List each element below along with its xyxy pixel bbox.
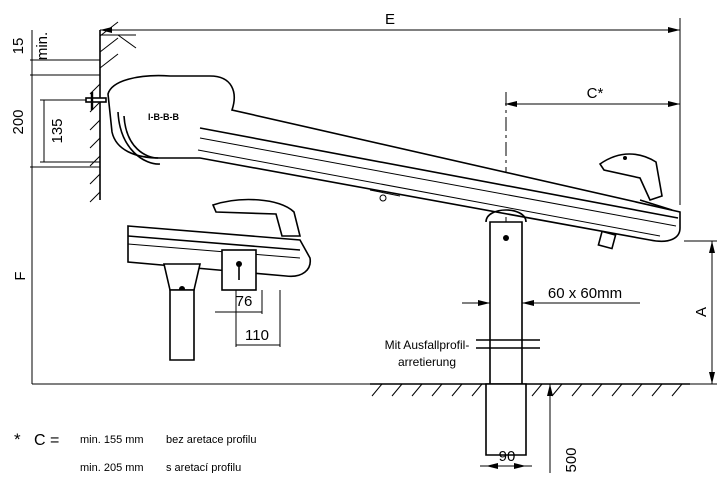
stop-note-line1: Mit Ausfallprofil- (385, 338, 470, 352)
dim-a-label: A (693, 307, 710, 317)
dimension-60x60: 60 x 60mm (462, 285, 640, 306)
detail-inset: 76 110 (127, 198, 311, 361)
dim-c-star-label: C* (587, 85, 604, 102)
footnote-star: * (14, 430, 21, 449)
dim-110-label: 110 (245, 327, 269, 344)
dimension-500: 500 (547, 384, 580, 473)
dim-min-label: min. (34, 32, 51, 60)
dim-500-label: 500 (563, 447, 580, 472)
dim-60x60-label: 60 x 60mm (548, 285, 622, 302)
dimension-a: A (684, 240, 717, 385)
footnote: * C = min. 155 mm bez aretace profilu mi… (14, 430, 257, 474)
dimension-90: 90 (480, 448, 532, 469)
dimension-c-star: C* (505, 85, 680, 107)
dim-15-label: 15 (10, 38, 27, 55)
support-post (476, 209, 540, 456)
footnote-label: C = (34, 432, 59, 449)
dim-e-label: E (385, 11, 395, 28)
ground-hatching (370, 383, 690, 397)
label-plate: I-B-B-B (148, 112, 179, 122)
dim-f-label: F (12, 271, 29, 280)
dim-76-label: 76 (236, 293, 253, 310)
dim-200-label: 200 (10, 109, 27, 134)
footnote-text: bez aretace profilu (166, 434, 257, 446)
dimension-left-stack: 15 min. 200 135 F (10, 30, 370, 385)
dimension-e: E (100, 11, 681, 205)
footnote-line2-text: s aretací profilu (166, 462, 241, 473)
footnote-value: min. 155 mm (80, 434, 144, 446)
awning-cassette: I-B-B-B (85, 74, 681, 250)
footnote-line2-value: min. 205 mm (80, 462, 144, 473)
dim-90-label: 90 (499, 448, 516, 465)
dim-135-label: 135 (49, 118, 66, 143)
stop-note-line2: arretierung (398, 355, 456, 369)
wall-hatching (89, 21, 137, 203)
